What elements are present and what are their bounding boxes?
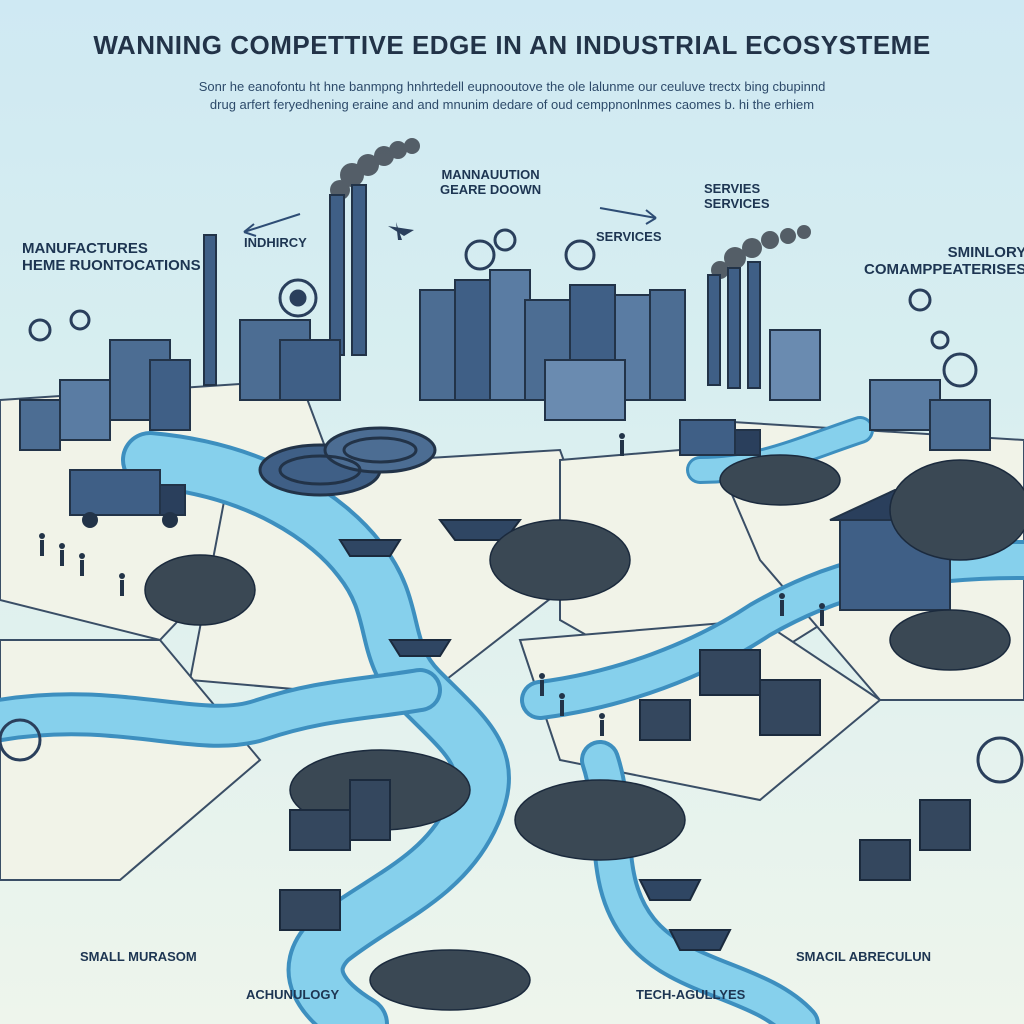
people-figures <box>39 433 825 736</box>
arrow-left-icon <box>243 213 301 237</box>
label-services-right-line2: SERVICES <box>704 195 770 211</box>
machinery-cluster <box>279 649 971 931</box>
gear-icon <box>0 228 1024 784</box>
label-tech-agullyes: TECH-AGULLYES <box>636 987 746 1002</box>
label-manufactures-line1: MANUFACTURES <box>22 240 148 257</box>
city-buildings <box>419 269 686 421</box>
circular-facility <box>258 426 437 497</box>
truck-icon <box>69 419 761 528</box>
airplane-icon <box>388 222 414 240</box>
label-manufacturing-line1: MANNAUUTION <box>441 167 540 182</box>
label-manufacturing-line2: GEARE DOOWN <box>440 181 542 197</box>
label-competencies: SMINLORY COMAMPPEATERISES <box>864 244 1024 279</box>
smokestack-icon <box>203 184 761 389</box>
poster-subtitle: Sonr he eanofontu ht hne banmpng hnhrted… <box>150 78 874 114</box>
arrow-right-icon <box>599 207 657 225</box>
label-manufactures: MANUFACTURES HEME RUONTOCATIONS <box>22 240 201 275</box>
label-industry: INDHIRCY <box>244 235 307 250</box>
label-services-center: SERVICES <box>596 229 662 244</box>
label-small-murasom: SMALL MURASOM <box>80 949 197 964</box>
label-manufactures-line2: HEME RUONTOCATIONS <box>22 257 201 275</box>
poster-title: WANNING COMPETTIVE EDGE IN AN INDUSTRIAL… <box>93 30 931 60</box>
subtitle-line-2: drug arfert feryedhening eraine and and … <box>209 97 815 112</box>
label-competencies-line1: SMINLORY <box>947 244 1024 261</box>
label-manufacturing: MANNAUUTION GEARE DOOWN <box>440 167 542 198</box>
label-competencies-line2: COMAMPPEATERISES <box>864 261 1024 279</box>
label-achunulogy: ACHUNULOGY <box>246 987 340 1002</box>
manufacturing-buildings <box>19 319 341 451</box>
label-services-right-line1: SERVIES <box>704 181 761 196</box>
subtitle-line-1: Sonr he eanofontu ht hne banmpng hnhrted… <box>198 79 826 94</box>
boat-icon <box>338 519 732 951</box>
label-small-agriculture: SMACIL ABRECULUN <box>796 949 932 964</box>
label-services-right: SERVIES SERVICES <box>704 181 770 212</box>
